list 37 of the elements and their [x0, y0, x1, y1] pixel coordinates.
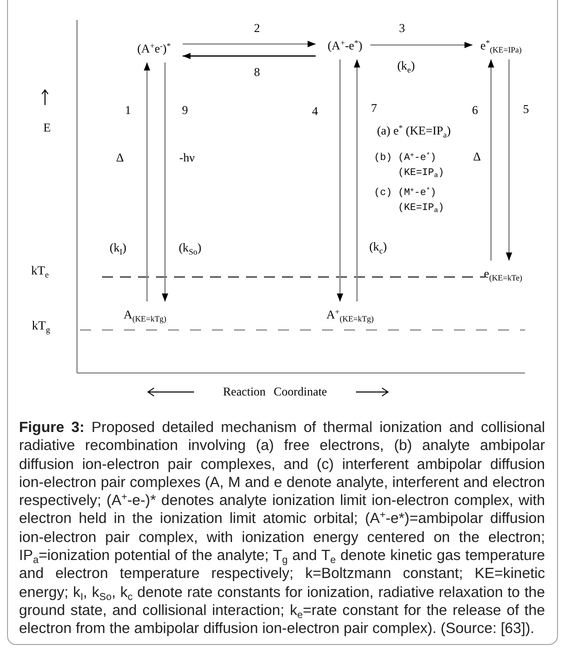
step-number: 4 [312, 104, 318, 118]
step-number: 5 [523, 102, 529, 116]
energy-level-label: kT$_{g}$ [32, 318, 50, 334]
arrow [488, 60, 494, 260]
arrow [162, 62, 168, 302]
state-label: e$_{(KE=kTe)}$ [484, 266, 522, 282]
heat-symbol: Δ [116, 150, 124, 166]
photon-emission-label: -hν [179, 150, 195, 166]
state-label: A$_{(KE=kTg)}$ [124, 308, 166, 322]
rate-constant-label: (k$_{So}$) [178, 240, 202, 256]
axis-title: Reaction Coordinate [223, 384, 327, 400]
rate-constant-label: (k$_{I}$) [110, 240, 126, 256]
arrow [354, 60, 360, 302]
species-label: (b) (A$^{+}$-e$^{*}$) (KE=IP$_{a}$) [374, 151, 446, 181]
step-number: 7 [371, 101, 377, 115]
energy-level-label: kT$_{e}$ [31, 264, 49, 278]
step-number: 8 [254, 65, 260, 79]
arrow [182, 40, 316, 48]
figure-caption: Figure 3: Proposed detailed mechanism of thermal ionization and collisional radiative recombination involving (a) free electrons, (b) analyte ambipolar diffusion ion-electron pair complexes, and (c) interferent ambipolar diffusion ion-electron pair complexes (A, M and e denote analyte, interferent and electron respectively; (A$^{+}$-e-)* denotes analyte ionization limit ion-electron complex, with electron held in the ionization limit atomic orbital; (A$^{+}$-e*)=ambipolar diffusion ion-electron pair complex, with ionization energy centered on the electron; IP$_{a}$=ionization potential of the analyte; T$_{g}$ and T$_{e}$ denote kinetic gas temperature and electron temperature respectively; k=Boltzmann constant; KE=kinetic energy; k$_{I}$, k$_{So}$, k$_{c}$ denote rate constants for ionization, radiative relaxation to the ground state, and collisional interaction; k$_{e}$=rate constant for the release of the electron from the ambipolar diffusion ion-electron pair complex). (Source: [63]). [19, 419, 545, 639]
step-number: 1 [125, 103, 131, 117]
arrow [506, 60, 512, 260]
step-number: 9 [182, 103, 188, 117]
species-label: (a) e$^{*}$ (KE=IP$_{a}$) [377, 124, 451, 138]
arrow [144, 62, 150, 302]
arrow [370, 42, 472, 48]
arrow [182, 52, 316, 60]
step-number: 3 [399, 21, 405, 35]
rate-constant-label: (k$_{c}$) [369, 240, 387, 254]
state-label: (A$^{+}$-e$^{*}$) [328, 38, 362, 54]
step-number: 6 [472, 103, 478, 117]
step-number: 2 [254, 21, 260, 35]
heat-symbol: Δ [473, 150, 481, 164]
rate-constant-label: (k$_{e}$) [397, 58, 415, 74]
species-label: (c) (M$^{+}$-e$^{*}$) (KE=IP$_{a}$) [374, 186, 446, 216]
energy-axis-label: E [43, 120, 51, 136]
state-label: (A$^{+}$e$^{-}$)$^{*}$ [137, 42, 171, 56]
arrow [336, 60, 344, 302]
